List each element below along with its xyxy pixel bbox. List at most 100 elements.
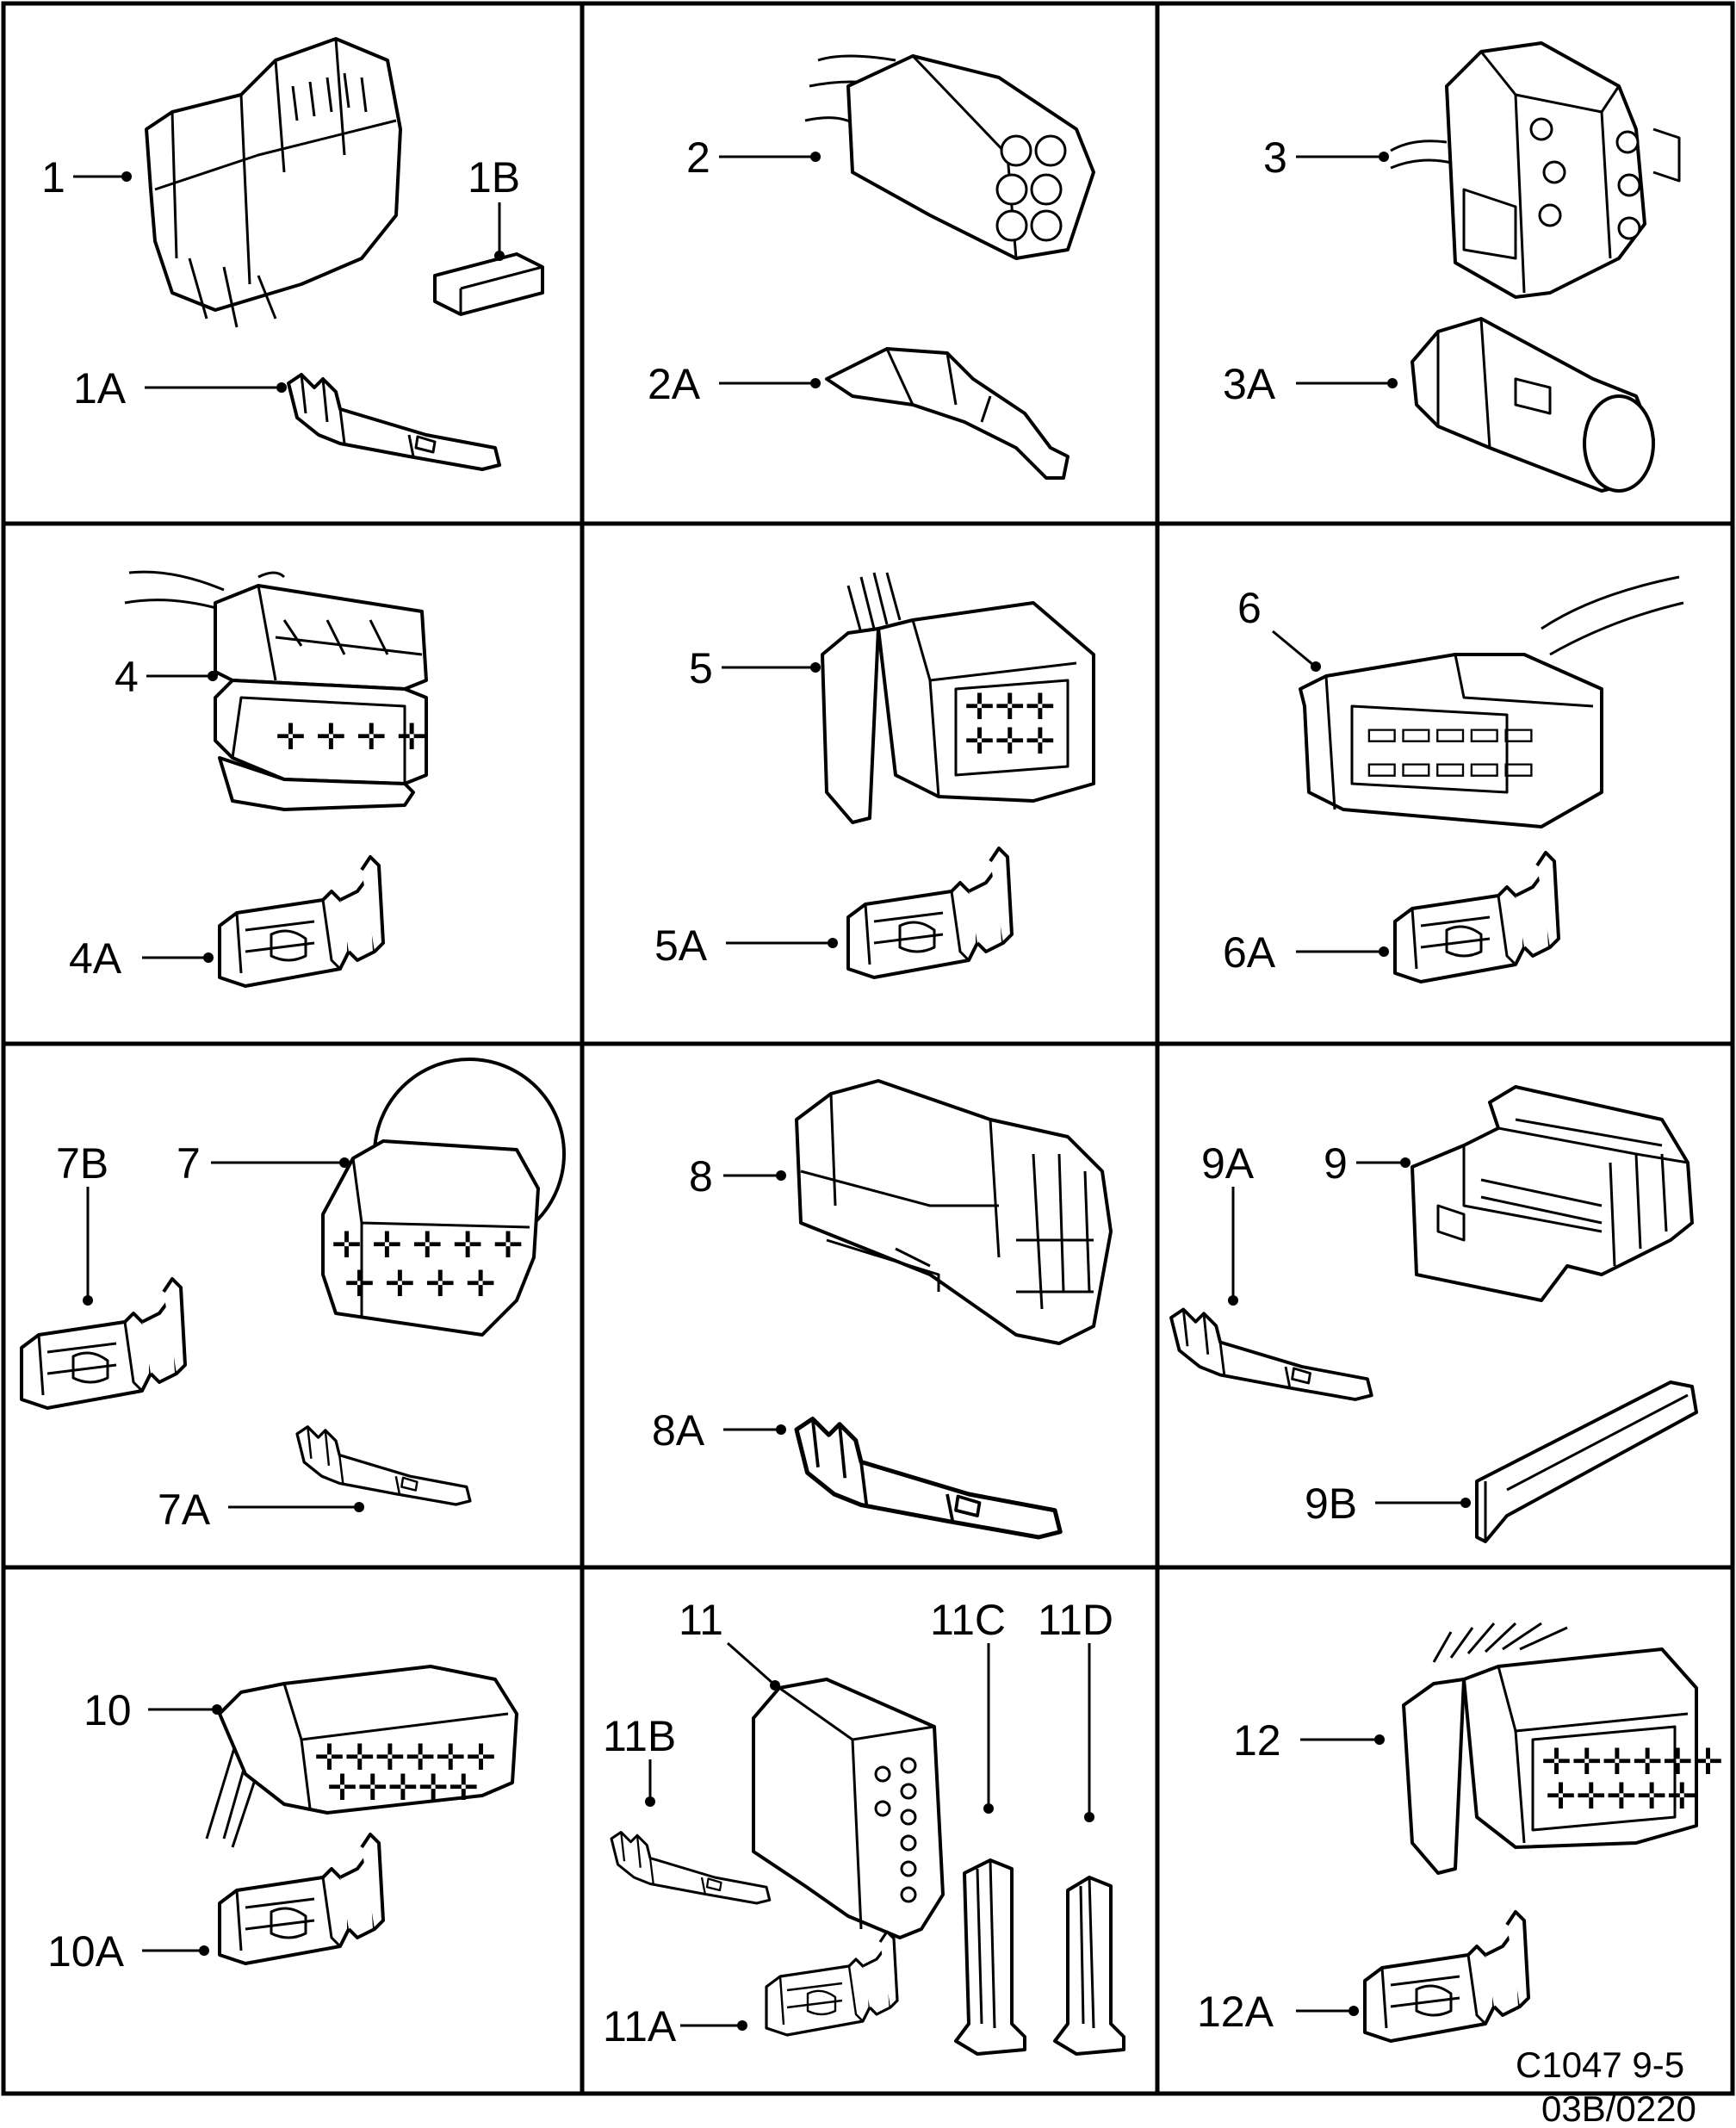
terminal-9a-drawing [1169,1307,1373,1401]
connector-10-drawing: ✛✛✛✛✛✛ ✛✛✛✛✛ [205,1665,518,1848]
connector-2-label: 2 [686,133,821,182]
terminal-1a-label: 1A [73,364,287,413]
connector-8-drawing [795,1079,1113,1345]
connector-5-drawing: ✛✛✛✛✛✛ [821,572,1095,824]
terminal-11a-drawing [765,1930,899,2037]
terminal-5a-drawing [846,847,1014,979]
connector-9-label: 9 [1324,1139,1410,1188]
connector-8-label: 8 [689,1152,786,1200]
svg-text:5A: 5A [654,921,708,970]
terminal-2a-drawing [825,347,1070,480]
retainer-9b-drawing [1475,1380,1698,1543]
svg-text:6A: 6A [1223,928,1276,977]
connector-2-drawing [804,54,1095,260]
terminal-3a-label: 3A [1223,360,1398,408]
svg-text:✛✛✛: ✛✛✛ [964,686,1056,727]
svg-text:11A: 11A [603,2002,677,2050]
svg-text:✛ ✛ ✛ ✛ ✛: ✛ ✛ ✛ ✛ ✛ [332,1225,524,1265]
svg-text:2: 2 [686,133,710,182]
pin-11c-label: 11C [930,1596,1006,1814]
svg-text:3: 3 [1263,133,1287,182]
terminal-12a-label: 12A [1197,1988,1359,2036]
svg-text:10: 10 [84,1686,132,1734]
svg-text:9: 9 [1324,1139,1348,1188]
figure-code: 03B/0220 [1541,2088,1696,2128]
svg-text:7B: 7B [56,1139,108,1188]
svg-text:✛✛✛✛✛: ✛✛✛✛✛ [327,1767,479,1808]
terminal-11b-drawing [610,1831,772,1905]
svg-text:7A: 7A [158,1486,211,1534]
connector-3-drawing [1390,41,1681,299]
connector-3-label: 3 [1263,133,1389,182]
pin-11d-label: 11D [1038,1596,1113,1822]
connector-11-drawing [752,1678,945,1939]
terminal-11a-label: 11A [603,2002,747,2050]
terminal-7b-label: 7B [56,1139,108,1306]
svg-text:7: 7 [177,1139,201,1188]
connector-1-drawing [145,37,544,328]
terminal-4a-drawing [218,855,385,988]
svg-text:✛✛✛✛✛: ✛✛✛✛✛ [1546,1776,1697,1816]
terminal-1a-drawing [287,373,501,471]
svg-text:✛✛✛: ✛✛✛ [964,721,1056,761]
svg-text:✛ ✛ ✛ ✛: ✛ ✛ ✛ ✛ [276,717,427,757]
svg-text:9A: 9A [1201,1139,1255,1188]
svg-text:1A: 1A [73,364,127,413]
svg-text:1: 1 [41,153,65,202]
svg-text:11: 11 [679,1596,723,1644]
terminal-4a-label: 4A [69,934,214,983]
connector-4-label: 4 [115,653,218,701]
svg-text:▭▭▭▭▭: ▭▭▭▭▭ [1365,712,1535,753]
pin-11d-drawing [1053,1876,1125,2056]
terminal-1b-label: 1B [468,153,520,261]
svg-text:11C: 11C [930,1596,1006,1644]
connector-6-label: 6 [1237,584,1321,672]
connector-12-drawing: ✛✛✛✛✛✛ ✛✛✛✛✛ [1402,1622,1723,1875]
svg-text:4A: 4A [69,934,122,983]
svg-text:11D: 11D [1038,1596,1113,1644]
terminal-6a-label: 6A [1223,928,1389,977]
svg-text:✛ ✛ ✛ ✛: ✛ ✛ ✛ ✛ [344,1263,496,1304]
figure-reference: C1047 9-5 [1516,2044,1684,2085]
svg-text:9B: 9B [1305,1480,1357,1528]
svg-text:✛✛✛✛✛✛: ✛✛✛✛✛✛ [1541,1741,1723,1782]
svg-text:10A: 10A [47,1927,125,1976]
connector-1-label: 1 [41,153,132,202]
svg-text:1B: 1B [468,153,520,202]
connector-12-label: 12 [1233,1716,1385,1765]
terminal-9a-label: 9A [1201,1139,1255,1306]
terminal-3a-drawing [1410,317,1655,493]
connector-9-drawing [1410,1085,1694,1302]
terminal-7a-drawing [295,1425,472,1506]
connector-4-drawing: ✛ ✛ ✛ ✛ [124,570,428,811]
svg-text:✛✛✛✛✛✛: ✛✛✛✛✛✛ [314,1737,496,1777]
terminal-2a-label: 2A [648,360,821,408]
terminal-8a-drawing [797,1419,1060,1538]
connector-10-label: 10 [84,1686,222,1734]
svg-text:11B: 11B [603,1712,676,1760]
terminal-5a-label: 5A [654,921,838,970]
terminal-7a-label: 7A [158,1486,364,1534]
svg-text:12A: 12A [1197,1988,1274,2036]
svg-text:5: 5 [689,644,713,692]
terminal-6a-drawing [1393,851,1560,983]
connector-7-drawing: ✛ ✛ ✛ ✛ ✛ ✛ ✛ ✛ ✛ [321,1058,566,1337]
svg-text:3A: 3A [1223,360,1276,408]
connector-11-label: 11 [679,1596,780,1691]
terminal-10a-drawing [218,1833,385,1965]
pin-11c-drawing [954,1858,1026,2056]
terminal-7b-drawing [20,1277,187,1410]
terminal-8a-label: 8A [652,1406,786,1455]
terminal-12a-drawing [1363,1910,1530,2043]
retainer-9b-label: 9B [1305,1480,1471,1528]
svg-text:8A: 8A [652,1406,705,1455]
connector-5-label: 5 [689,644,821,692]
svg-text:6: 6 [1237,584,1262,632]
svg-text:2A: 2A [648,360,701,408]
connector-7-label: 7 [177,1139,350,1188]
svg-text:12: 12 [1233,1716,1281,1765]
terminal-10a-label: 10A [47,1927,209,1976]
svg-text:▭▭▭▭▭: ▭▭▭▭▭ [1365,747,1535,787]
